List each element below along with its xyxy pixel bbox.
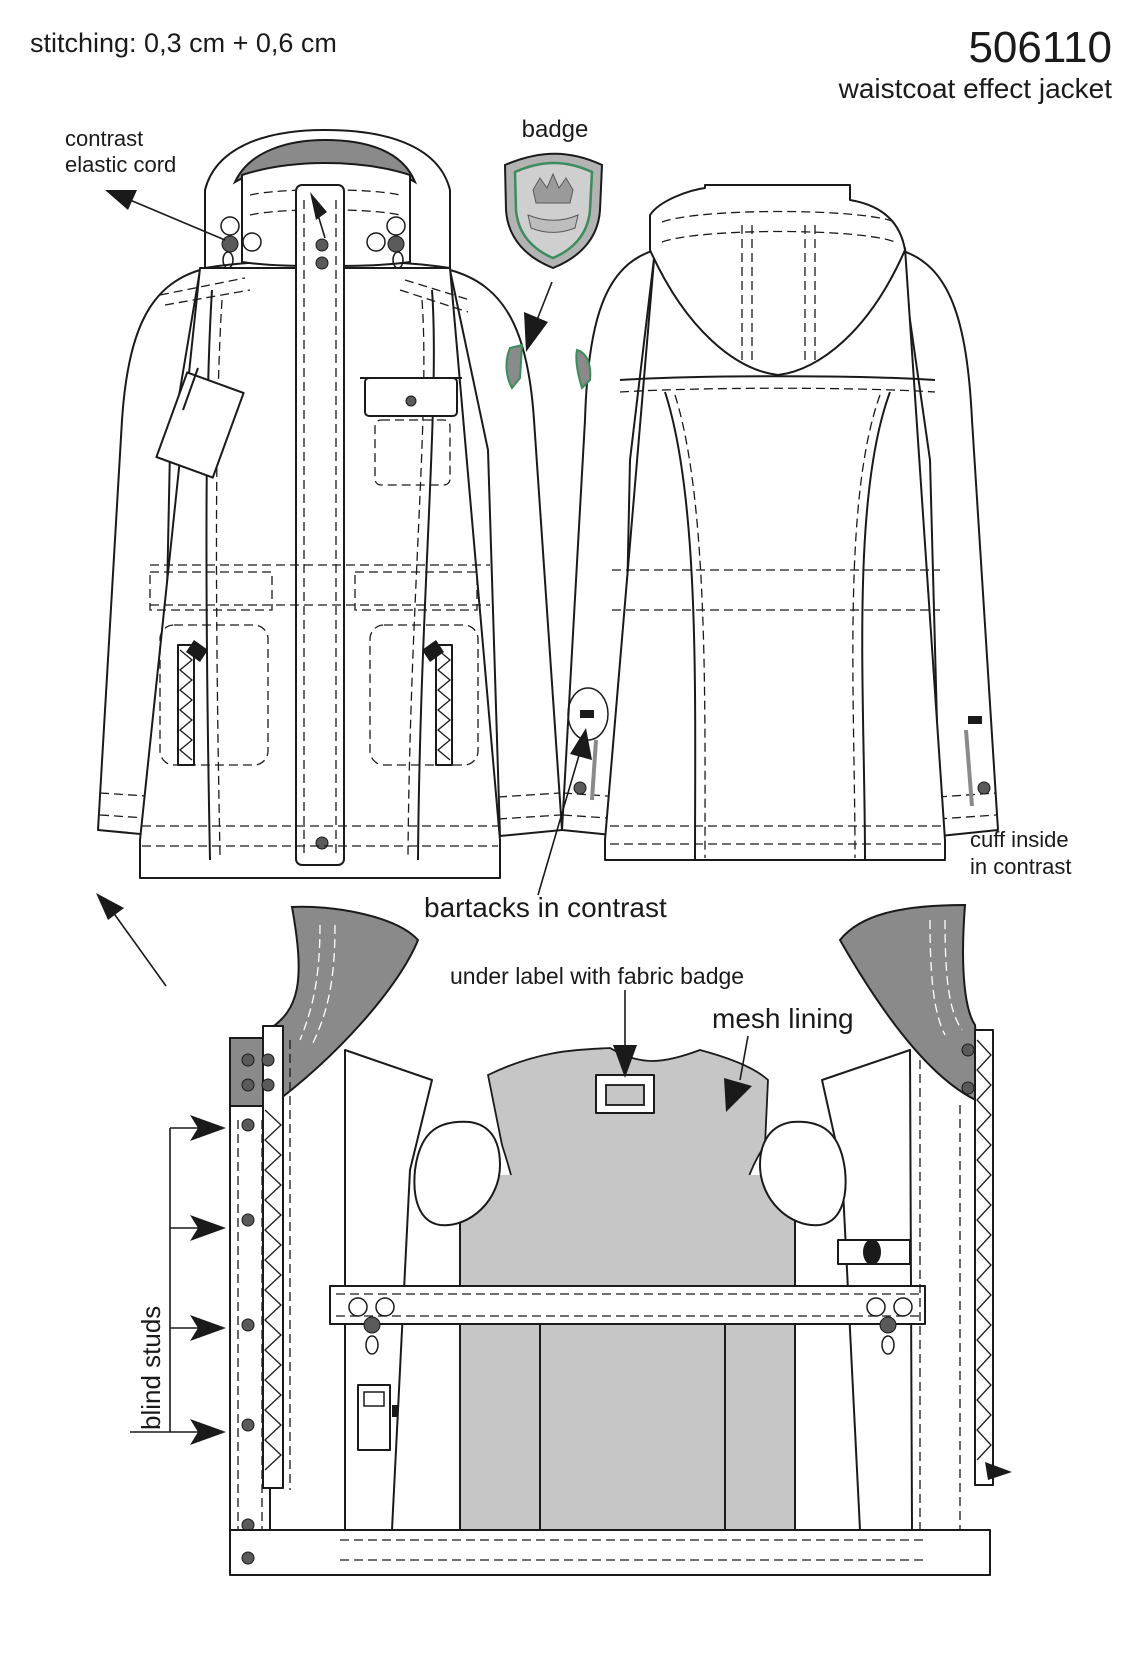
elastic-cord-label-1: contrast <box>65 126 143 151</box>
inside-toggle-left <box>348 1297 395 1355</box>
blind-studs-label: blind studs <box>136 1306 166 1430</box>
fabric-badge: badge <box>503 116 604 270</box>
under-label-callout: under label with fabric badge <box>450 963 744 989</box>
back-hood <box>649 184 906 376</box>
sleeve-badge-front <box>505 343 524 390</box>
front-placket <box>295 184 345 866</box>
cuff-label-2: in contrast <box>970 854 1072 879</box>
badge-label: badge <box>522 116 589 143</box>
elastic-cord-label-2: elastic cord <box>65 152 176 177</box>
hood-left-inside <box>267 905 420 1110</box>
cord-toggle-left <box>220 216 262 269</box>
style-name: waistcoat effect jacket <box>838 73 1113 104</box>
bartacks-label: bartacks in contrast <box>424 892 667 923</box>
mesh-lining-callout: mesh lining <box>712 1003 854 1034</box>
inside-toggle-right <box>866 1297 913 1355</box>
front-view <box>97 129 563 879</box>
stitching-note: stitching: 0,3 cm + 0,6 cm <box>30 28 337 58</box>
cord-toggle-right <box>366 216 406 269</box>
inside-drawcord-band <box>329 1285 926 1325</box>
blind-studs-callout: blind studs <box>130 1115 226 1445</box>
inside-view <box>229 903 1012 1576</box>
cuff-label-1: cuff inside <box>970 827 1069 852</box>
front-right-sleeve <box>449 269 563 837</box>
style-number: 506110 <box>968 23 1112 72</box>
back-view <box>561 184 999 861</box>
